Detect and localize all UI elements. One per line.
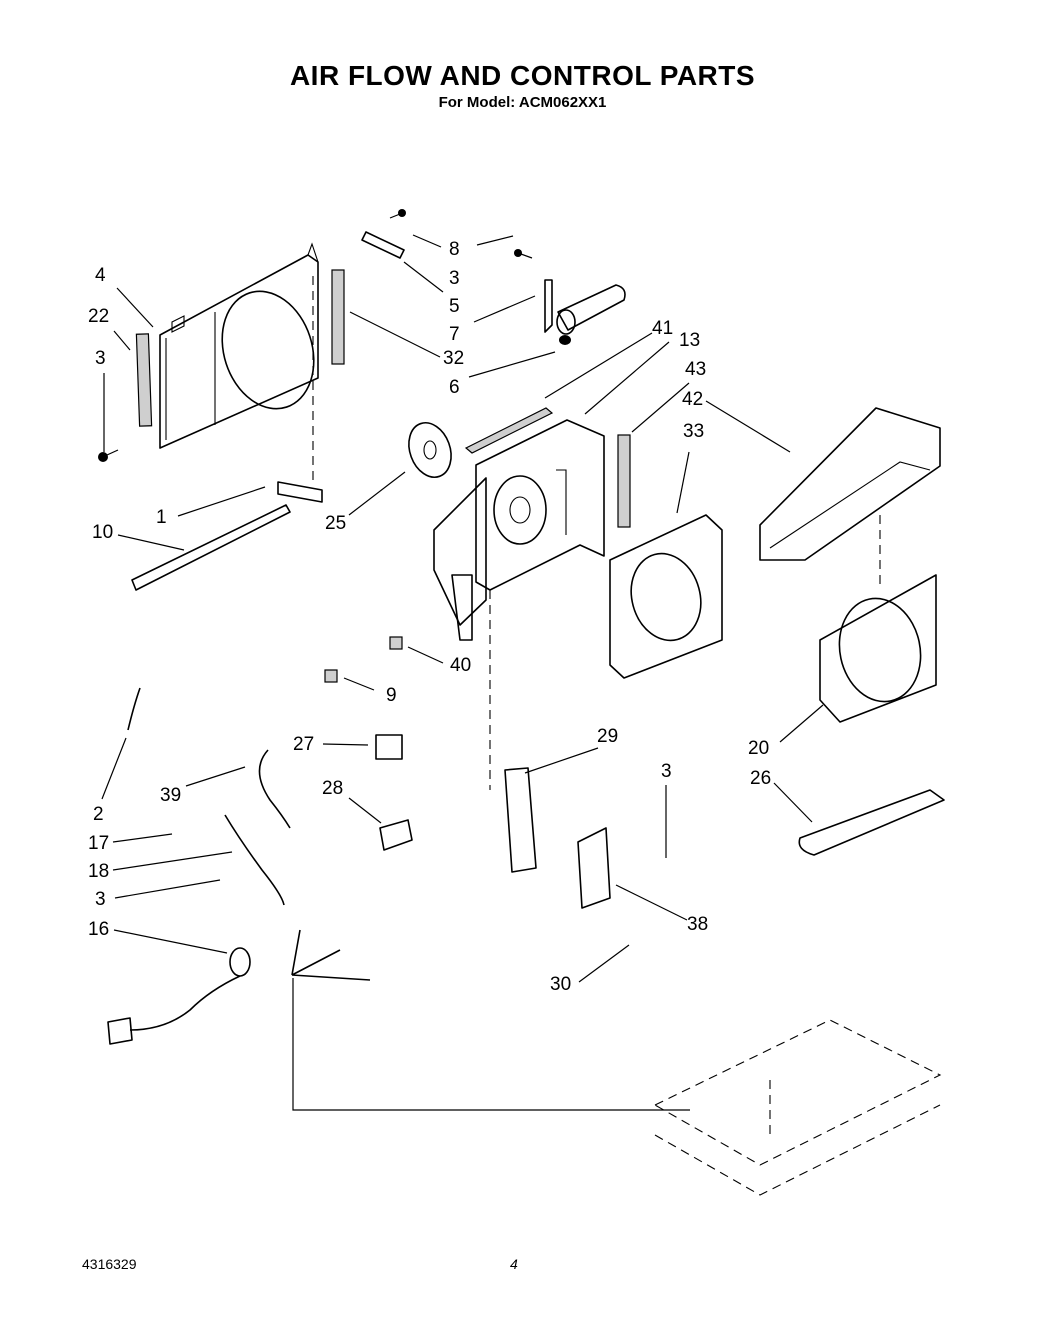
- callout-7: 7: [449, 324, 460, 345]
- callout-26: 26: [750, 768, 771, 789]
- callout-3: 3: [661, 761, 672, 782]
- power-cord-part: [107, 929, 371, 1045]
- strip-41: [464, 407, 554, 454]
- front-panel-part: [159, 242, 319, 449]
- callout-40: 40: [450, 655, 471, 676]
- drain-bracket-part: [798, 789, 945, 856]
- callout-2: 2: [93, 804, 104, 825]
- callout-4: 4: [95, 265, 106, 286]
- wire-39: [258, 749, 291, 829]
- callout-20: 20: [748, 738, 769, 759]
- callout-43: 43: [685, 359, 706, 380]
- rail-part: [131, 504, 291, 591]
- callout-33: 33: [683, 421, 704, 442]
- callout-30: 30: [550, 974, 571, 995]
- callout-9: 9: [386, 685, 397, 706]
- callout-38: 38: [687, 914, 708, 935]
- callout-42: 42: [682, 389, 703, 410]
- seal-strip-43: [617, 434, 631, 528]
- air-duct-part: [759, 407, 941, 561]
- rail-part: [277, 481, 323, 503]
- callout-3: 3: [95, 348, 106, 369]
- model-subtitle: For Model: ACM062XX1: [438, 94, 607, 111]
- callout-16: 16: [88, 919, 109, 940]
- switch-27: [375, 734, 403, 760]
- callout-22: 22: [88, 306, 109, 327]
- screw-icon: [98, 449, 119, 462]
- callout-28: 28: [322, 778, 343, 799]
- control-plate-38: [577, 827, 611, 909]
- callout-39: 39: [160, 785, 181, 806]
- callout-3: 3: [95, 889, 106, 910]
- control-bracket-29: [504, 767, 537, 873]
- callout-labels: 8 3 5 7 41 13 43 42 33 4 22 3 32 6 25 1 …: [88, 239, 771, 995]
- callout-29: 29: [597, 726, 618, 747]
- fan-shroud-part: [433, 419, 605, 641]
- page-number: 4: [510, 1256, 518, 1272]
- callout-5: 5: [449, 296, 460, 317]
- base-tray-part: [653, 1019, 942, 1196]
- condenser-shroud-part: [819, 574, 937, 723]
- thermostat-28: [379, 819, 413, 851]
- leader-lines: [101, 234, 824, 983]
- drain-hose-part: [127, 687, 141, 731]
- callout-18: 18: [88, 861, 109, 882]
- callout-6: 6: [449, 377, 460, 398]
- callout-25: 25: [325, 513, 346, 534]
- document-number: 4316329: [82, 1256, 137, 1272]
- screw-icon: [389, 209, 406, 219]
- orifice-panel-part: [609, 514, 723, 679]
- seal-strip-32: [331, 269, 345, 365]
- page-title: AIR FLOW AND CONTROL PARTS: [289, 60, 756, 91]
- nut-9: [324, 669, 338, 683]
- wire-18: [224, 814, 285, 906]
- callout-3: 3: [449, 268, 460, 289]
- nut-40: [389, 636, 403, 650]
- callout-13: 13: [679, 330, 700, 351]
- screw-icon: [514, 249, 533, 259]
- capacitor-part: [544, 279, 626, 345]
- callout-10: 10: [92, 522, 113, 543]
- callout-32: 32: [443, 348, 464, 369]
- callout-1: 1: [156, 507, 167, 528]
- bracket-part: [361, 231, 405, 259]
- callout-17: 17: [88, 833, 109, 854]
- seal-strip-22: [135, 333, 153, 427]
- callout-27: 27: [293, 734, 314, 755]
- callout-8: 8: [449, 239, 460, 260]
- blower-wheel-part: [408, 422, 452, 478]
- callout-41: 41: [652, 318, 673, 339]
